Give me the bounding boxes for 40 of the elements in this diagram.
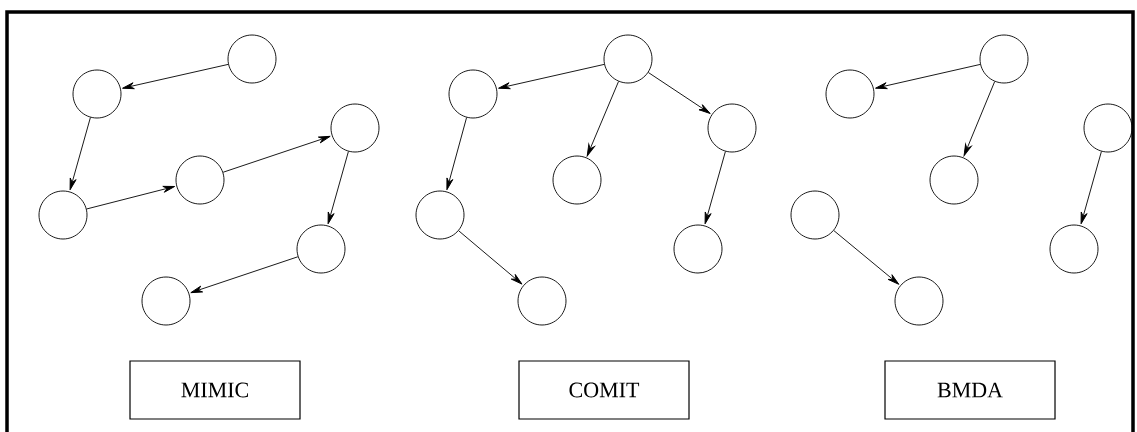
label-box: BMDA xyxy=(884,360,1056,420)
state-circle xyxy=(707,103,757,153)
state-circle xyxy=(38,190,88,240)
state-circle xyxy=(929,155,979,205)
arrow xyxy=(458,230,523,285)
state-circle xyxy=(141,276,191,326)
arrow xyxy=(86,185,176,210)
arrow xyxy=(498,63,605,90)
arrow xyxy=(963,81,996,157)
state-circle xyxy=(330,103,380,153)
arrow xyxy=(122,63,229,90)
state-circle xyxy=(894,276,944,326)
state-circle xyxy=(72,69,122,119)
state-circle xyxy=(448,69,498,119)
arrow xyxy=(222,135,331,173)
arrow xyxy=(704,151,726,225)
state-circle xyxy=(227,34,277,84)
arrow xyxy=(327,151,349,225)
arrow xyxy=(69,117,91,191)
state-circle xyxy=(296,224,346,274)
state-circle xyxy=(825,69,875,119)
arrow xyxy=(875,63,981,90)
state-circle xyxy=(790,190,840,240)
state-circle xyxy=(415,190,465,240)
state-circle xyxy=(1049,224,1099,274)
arrow xyxy=(647,72,711,114)
arrow xyxy=(190,256,299,294)
arrow xyxy=(586,81,619,157)
state-circle xyxy=(175,155,225,205)
arrow xyxy=(446,117,467,191)
state-circle xyxy=(673,224,723,274)
label-box: MIMIC xyxy=(129,360,301,420)
arrow xyxy=(1080,151,1102,225)
state-circle xyxy=(603,34,653,84)
label-box: COMIT xyxy=(518,360,690,420)
state-circle xyxy=(552,155,602,205)
state-circle xyxy=(1083,103,1133,153)
arrow xyxy=(833,230,900,285)
state-circle xyxy=(979,34,1029,84)
state-circle xyxy=(517,276,567,326)
